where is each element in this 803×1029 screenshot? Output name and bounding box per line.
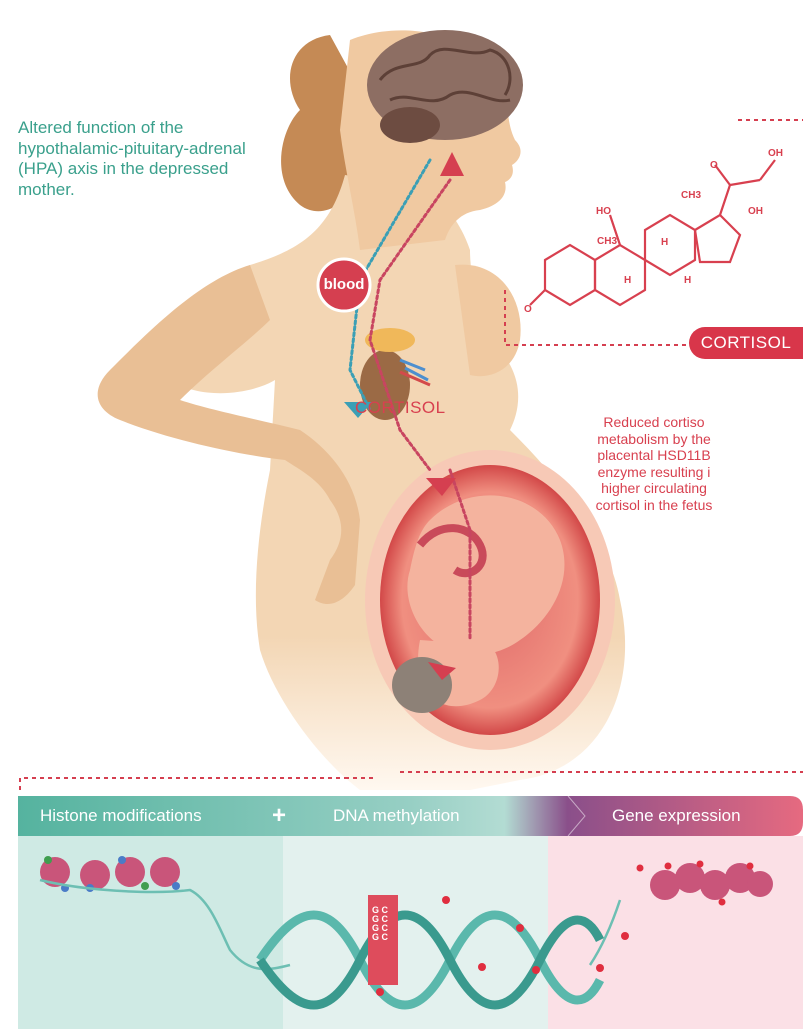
connector-cortisol — [505, 290, 690, 345]
placenta-line: Reduced cortiso — [505, 414, 803, 431]
ch3-label: CH3 — [681, 190, 701, 201]
hpa-annotation: Altered function of the hypothalamic-pit… — [18, 118, 278, 200]
blood-label: blood — [314, 263, 374, 307]
dna-base: G — [372, 932, 379, 942]
h-label-2: H — [624, 275, 631, 286]
h-label: H — [661, 237, 668, 248]
cortisol-molecule — [530, 160, 775, 305]
dna-bases: G C G C G C G C — [372, 906, 396, 942]
oh-label: OH — [768, 148, 783, 159]
placenta-line: enzyme resulting i — [505, 464, 803, 481]
gene-expression-label: Gene expression — [612, 796, 741, 836]
o-label-2: O — [524, 304, 532, 315]
ho-label: HO — [596, 206, 611, 217]
cortisol-label-body: CORTISOL — [355, 398, 446, 418]
placenta-line: placental HSD11B — [505, 447, 803, 464]
plus-sign: + — [272, 796, 286, 836]
h-label-3: H — [684, 275, 691, 286]
histone-modifications-label: Histone modifications — [40, 796, 202, 836]
placenta-line: metabolism by the — [505, 431, 803, 448]
ch3-label-2: CH3 — [597, 236, 617, 247]
placenta-line: higher circulating — [505, 480, 803, 497]
placenta-annotation: Reduced cortiso metabolism by the placen… — [505, 414, 803, 513]
placenta-line: cortisol in the fetus — [505, 497, 803, 514]
oh-label-2: OH — [748, 206, 763, 217]
o-label: O — [710, 160, 718, 171]
dna-base: C — [382, 932, 389, 942]
dna-methylation-label: DNA methylation — [333, 796, 460, 836]
cortisol-label-structure: CORTISOL — [689, 327, 803, 359]
